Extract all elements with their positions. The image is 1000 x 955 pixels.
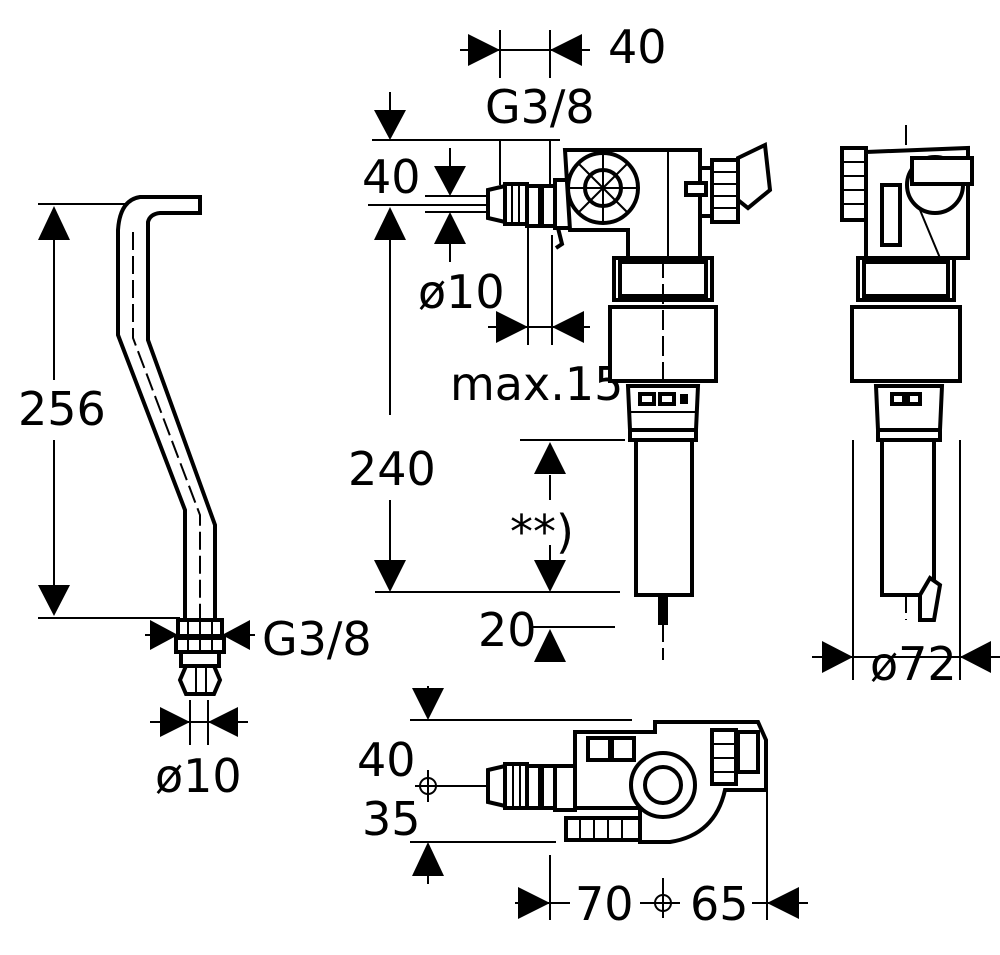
- front-height-dimension: 240: [348, 207, 620, 593]
- arrow-down-icon: [534, 560, 566, 592]
- arrow-up-icon: [534, 442, 566, 474]
- arrow-down-icon: [412, 688, 444, 720]
- front-inlet-offset-label: 40: [362, 150, 421, 204]
- arrow-up-icon: [38, 206, 70, 240]
- side-diameter-dimension: ø72: [812, 440, 1000, 691]
- front-top-width-dimension: 40: [460, 20, 667, 78]
- pipe-centerline: [132, 232, 201, 618]
- arrow-right-icon: [822, 641, 853, 673]
- arrow-right-icon: [160, 707, 190, 737]
- pipe-thread-dimension: G3/8: [145, 612, 372, 666]
- top-offset-upper-label: 40: [357, 733, 416, 787]
- front-adjust-label: **): [510, 505, 574, 559]
- pipe-height-dimension: 256: [18, 203, 180, 619]
- front-adjust-dimension: **): [510, 439, 625, 592]
- arrow-left-icon: [767, 887, 799, 919]
- arrow-up-icon: [534, 629, 566, 662]
- arrow-up-icon: [434, 212, 466, 244]
- front-inlet-offset-dimension: 40 ø10: [362, 92, 560, 319]
- arrow-down-icon: [434, 166, 466, 196]
- front-valve-head: [562, 141, 773, 260]
- pipe-view: 256 G3/8 ø10: [18, 195, 372, 803]
- arrow-down-icon: [38, 585, 70, 616]
- pipe-diameter-dimension: ø10: [150, 700, 248, 803]
- arrow-down-icon: [374, 560, 406, 592]
- pipe-fitting: [174, 618, 226, 696]
- front-top-width-label: 40: [608, 20, 667, 74]
- arrow-left-icon: [552, 311, 584, 343]
- front-thread-label: G3/8: [485, 80, 595, 134]
- front-height-label: 240: [348, 442, 436, 496]
- arrow-down-icon: [374, 110, 406, 140]
- top-width-right-label: 65: [690, 877, 749, 931]
- arrow-left-icon: [208, 707, 238, 737]
- front-bottom-label: 20: [478, 603, 537, 657]
- front-bottom-dimension: 20: [478, 603, 615, 662]
- arrow-right-icon: [496, 311, 528, 343]
- arrow-left-icon: [960, 641, 991, 673]
- arrow-left-icon: [222, 620, 250, 650]
- front-adjuster: [625, 384, 701, 625]
- arrow-up-icon: [412, 842, 444, 876]
- front-max-dimension: max.15: [450, 205, 623, 411]
- side-diameter-label: ø72: [870, 637, 957, 691]
- top-width-left-label: 70: [575, 877, 634, 931]
- arrow-right-icon: [468, 34, 500, 66]
- front-inlet-diameter-label: ø10: [418, 265, 505, 319]
- arrow-right-icon: [150, 620, 178, 650]
- pipe-thread-label: G3/8: [262, 612, 372, 666]
- pipe-diameter-label: ø10: [155, 749, 242, 803]
- arrow-up-icon: [374, 207, 406, 240]
- valve-top-view: 40 35: [357, 686, 808, 931]
- front-max-label: max.15: [450, 357, 623, 411]
- pipe-height-label: 256: [18, 382, 106, 436]
- valve-side-view: ø72: [812, 125, 1000, 691]
- arrow-left-icon: [550, 34, 582, 66]
- valve-front-view: 40 G3/8 40 ø10 max.15: [348, 20, 773, 662]
- arrow-right-icon: [518, 887, 550, 919]
- top-width-dimension: 70 65: [515, 792, 808, 931]
- top-offset-lower-label: 35: [362, 792, 421, 846]
